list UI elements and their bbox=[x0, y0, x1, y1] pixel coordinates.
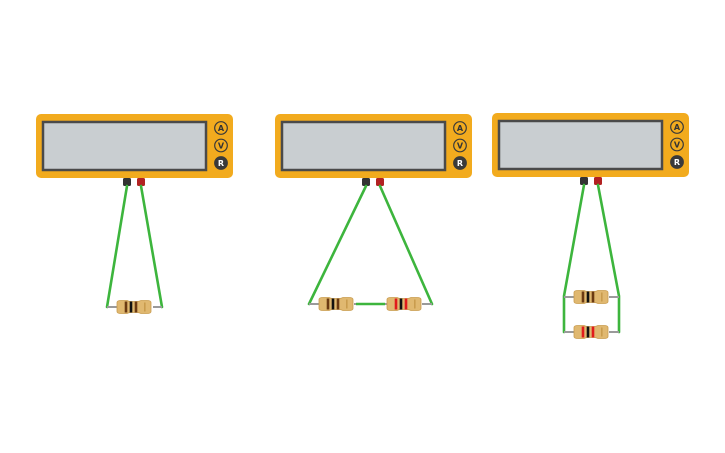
mode-button-a[interactable]: A bbox=[214, 121, 228, 135]
color-band bbox=[404, 298, 408, 310]
tolerance-band bbox=[346, 299, 348, 309]
tolerance-band bbox=[144, 302, 146, 312]
mode-button-ring[interactable] bbox=[453, 156, 467, 170]
mode-button-r[interactable]: R bbox=[214, 156, 228, 170]
color-band bbox=[124, 301, 128, 313]
mode-button-ring[interactable] bbox=[214, 156, 228, 170]
mode-button-ring[interactable] bbox=[453, 138, 467, 153]
mode-button-ring[interactable] bbox=[214, 138, 228, 153]
meter-screen bbox=[41, 120, 208, 172]
black-probe-jack[interactable] bbox=[362, 178, 370, 186]
mode-button-label: V bbox=[457, 142, 464, 151]
black-probe-jack[interactable] bbox=[580, 177, 588, 185]
resistor-body bbox=[573, 325, 609, 339]
color-band bbox=[586, 326, 590, 338]
color-band bbox=[326, 298, 330, 310]
meter-screen bbox=[497, 119, 664, 171]
mode-button-label: R bbox=[457, 159, 463, 168]
mode-button-v[interactable]: V bbox=[453, 138, 467, 153]
mode-button-ring[interactable] bbox=[670, 120, 684, 134]
probe-wire bbox=[562, 183, 586, 334]
resistor-1[interactable] bbox=[318, 297, 354, 311]
color-band bbox=[394, 298, 398, 310]
mode-button-ring[interactable] bbox=[670, 155, 684, 169]
color-band bbox=[331, 298, 335, 310]
color-band bbox=[129, 301, 133, 313]
color-band bbox=[399, 298, 403, 310]
meter-screen bbox=[280, 120, 447, 172]
mode-button-a[interactable]: A bbox=[670, 120, 684, 134]
mode-button-a[interactable]: A bbox=[453, 121, 467, 135]
resistor-body bbox=[318, 297, 354, 311]
multimeter-1: AVR bbox=[36, 114, 233, 314]
probe-wire bbox=[307, 184, 368, 306]
multimeter-3: AVR bbox=[492, 113, 689, 339]
color-band bbox=[581, 291, 585, 303]
tolerance-band bbox=[414, 299, 416, 309]
mode-button-r[interactable]: R bbox=[453, 156, 467, 170]
mode-button-r[interactable]: R bbox=[670, 155, 684, 169]
red-probe-jack[interactable] bbox=[137, 178, 145, 186]
resistor-body bbox=[386, 297, 422, 311]
mode-button-label: A bbox=[457, 124, 464, 133]
mode-button-label: R bbox=[674, 158, 680, 167]
probe-wire bbox=[139, 184, 164, 309]
resistor-1[interactable] bbox=[573, 290, 609, 304]
color-band bbox=[591, 326, 595, 338]
color-band bbox=[134, 301, 138, 313]
black-probe-jack[interactable] bbox=[123, 178, 131, 186]
color-band bbox=[591, 291, 595, 303]
tolerance-band bbox=[601, 327, 603, 337]
mode-button-ring[interactable] bbox=[453, 121, 467, 135]
probe-wire bbox=[596, 183, 621, 334]
tolerance-band bbox=[601, 292, 603, 302]
resistor-body bbox=[116, 300, 152, 314]
color-band bbox=[586, 291, 590, 303]
probe-wire bbox=[378, 184, 434, 306]
resistor-body bbox=[573, 290, 609, 304]
color-band bbox=[581, 326, 585, 338]
multimeter-2: AVR bbox=[275, 114, 472, 311]
mode-button-v[interactable]: V bbox=[670, 137, 684, 152]
resistor-1[interactable] bbox=[116, 300, 152, 314]
mode-button-ring[interactable] bbox=[214, 121, 228, 135]
mode-button-label: A bbox=[674, 123, 681, 132]
probe-wire bbox=[105, 184, 129, 309]
mode-button-label: R bbox=[218, 159, 224, 168]
mode-button-label: V bbox=[218, 142, 225, 151]
mode-button-label: A bbox=[218, 124, 225, 133]
mode-button-label: V bbox=[674, 141, 681, 150]
mode-button-ring[interactable] bbox=[670, 137, 684, 152]
red-probe-jack[interactable] bbox=[376, 178, 384, 186]
resistor-2[interactable] bbox=[573, 325, 609, 339]
color-band bbox=[336, 298, 340, 310]
resistor-2[interactable] bbox=[386, 297, 422, 311]
mode-button-v[interactable]: V bbox=[214, 138, 228, 153]
red-probe-jack[interactable] bbox=[594, 177, 602, 185]
